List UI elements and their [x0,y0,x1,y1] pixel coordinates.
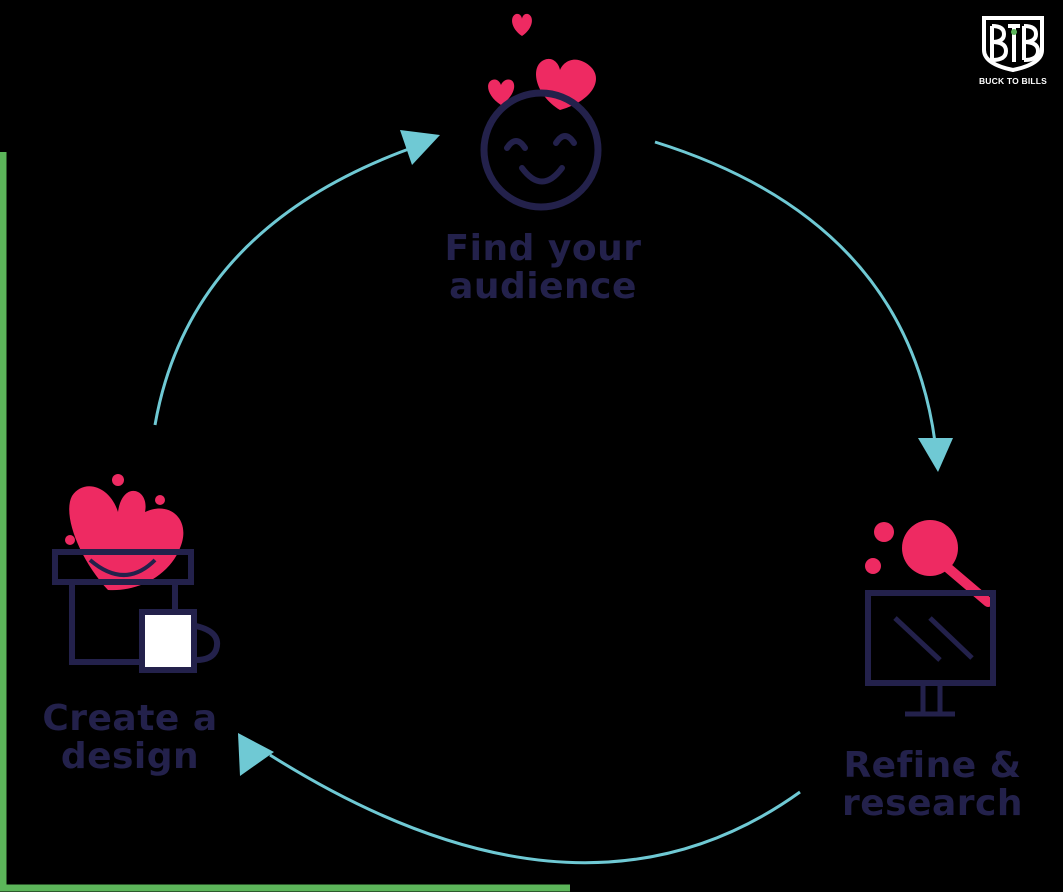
smiley-face-with-hearts-icon [480,13,602,211]
monitor-with-magnifier-icon [865,520,996,717]
research-dot [874,522,894,542]
screen-glare [928,616,974,660]
arrowhead-create-to-find [400,130,440,165]
step-label-create-design: Create a design [20,700,240,776]
arrow-create-to-find [153,143,421,426]
box-ribbon [88,558,157,577]
heart-small-icon [512,13,532,37]
cycle-arrows [153,130,953,865]
splash-drop [65,535,75,545]
step-label-line: audience [449,266,637,307]
splash-drop [155,495,165,505]
btb-logo-icon [982,16,1044,73]
brand-caption: BUCK TO BILLS [978,76,1048,86]
smiley-right-eye [553,133,577,146]
smiley-mouth [519,165,565,185]
magnifier-lens [902,520,958,576]
step-label-line: Find your [444,228,642,269]
brand-logo: BUCK TO BILLS [968,12,1058,92]
mug-handle [195,623,220,663]
monitor-screen [865,590,996,686]
arrow-find-to-refine [654,140,937,443]
heart-left-icon [488,79,515,105]
splash-drop [112,474,124,486]
screen-glare [893,616,942,662]
step-label-line: Refine & [843,745,1022,786]
smiley-face-outline [480,89,602,211]
box-with-mug-and-splash-icon [52,474,220,673]
arrow-refine-to-create [269,753,801,865]
smiley-left-eye [504,138,528,151]
box-body-left [69,582,140,665]
step-label-line: design [60,736,200,777]
step-label-line: Create a [42,698,218,739]
arrowhead-refine-to-create [238,733,274,776]
research-dot [865,558,881,574]
step-label-find-audience: Find your audience [398,230,688,306]
box-lid [52,549,194,585]
green-border-line [0,152,570,892]
mug-icon [139,609,197,673]
magnifier-handle [943,563,993,607]
green-border [0,152,570,892]
step-label-refine-research: Refine & research [815,747,1050,823]
arrowhead-find-to-refine [918,438,953,472]
step-label-line: research [841,783,1024,824]
